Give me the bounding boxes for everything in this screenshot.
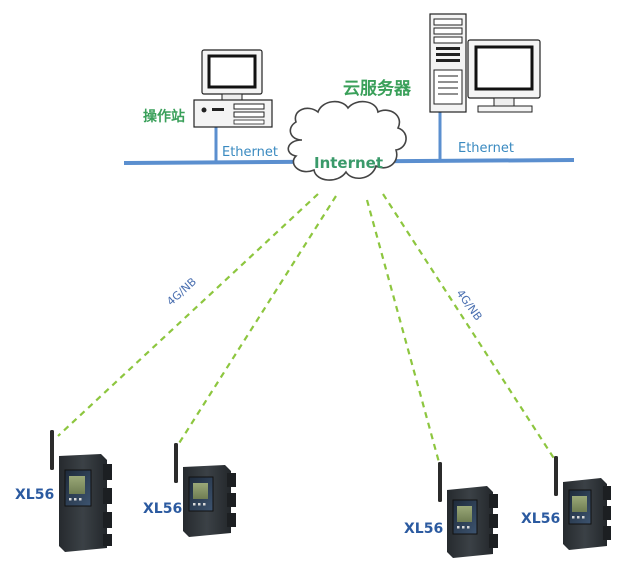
device-xl56-4-label: XL56 bbox=[521, 511, 560, 527]
device-xl56-2 bbox=[174, 443, 236, 537]
antenna bbox=[554, 456, 558, 496]
wireless-link-2 bbox=[175, 195, 337, 449]
operator-station-label: 操作站 bbox=[143, 108, 185, 125]
cloud-server-icon bbox=[429, 13, 541, 113]
operator-station-icon bbox=[193, 49, 273, 128]
device-xl56-1-label: XL56 bbox=[15, 487, 54, 503]
wireless-right-label: 4G/NB bbox=[454, 287, 485, 323]
antenna bbox=[174, 443, 178, 483]
ethernet-left-label: Ethernet bbox=[222, 145, 278, 160]
device-xl56-3-label: XL56 bbox=[404, 521, 443, 537]
wireless-link-1 bbox=[57, 193, 319, 437]
wireless-data-logger-icon bbox=[563, 478, 611, 550]
wireless-left-label: 4G/NB bbox=[164, 275, 199, 308]
wireless-links bbox=[57, 193, 556, 467]
wireless-data-logger-icon bbox=[59, 454, 112, 552]
device-xl56-1 bbox=[50, 430, 112, 552]
antenna bbox=[50, 430, 54, 470]
device-xl56-2-label: XL56 bbox=[143, 501, 182, 517]
internet-label: Internet bbox=[314, 154, 383, 172]
device-xl56-4 bbox=[554, 456, 611, 550]
antenna bbox=[438, 462, 442, 502]
cloud-server-label: 云服务器 bbox=[343, 78, 412, 99]
wireless-link-4 bbox=[382, 193, 556, 461]
wireless-data-logger-icon bbox=[183, 465, 236, 537]
ethernet-right-label: Ethernet bbox=[458, 141, 514, 156]
internet-cloud-icon bbox=[287, 100, 407, 181]
device-xl56-3 bbox=[438, 462, 498, 558]
wireless-data-logger-icon bbox=[447, 486, 498, 558]
wireless-link-3 bbox=[365, 199, 442, 467]
